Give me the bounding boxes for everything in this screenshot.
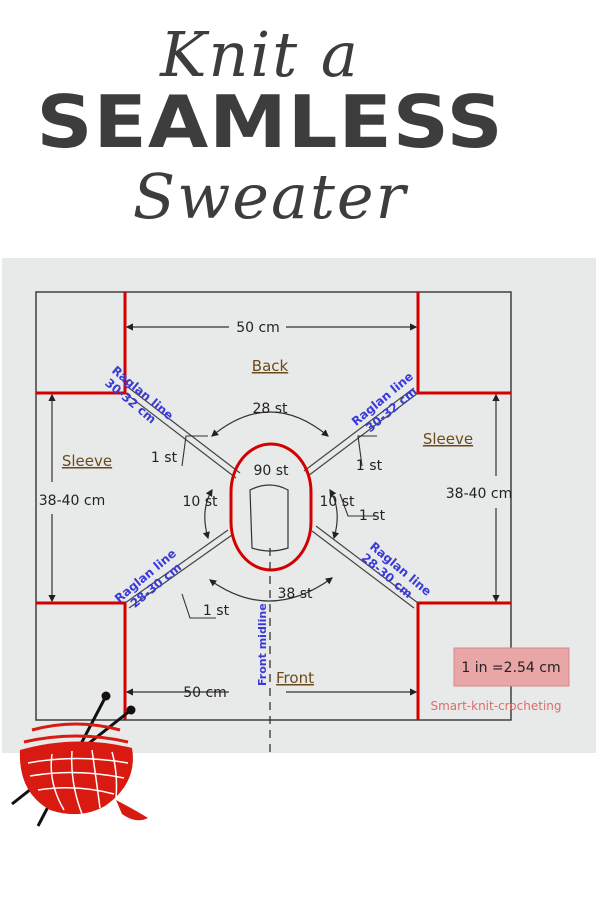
one-st-leaders (181, 435, 377, 619)
sleeve-left-label: Sleeve (62, 452, 112, 470)
sleeve-right-label: Sleeve (423, 430, 473, 448)
neck-total-st-label: 90 st (253, 463, 289, 479)
conversion-box (453, 647, 570, 687)
conversion-text: 1 in =2.54 cm (461, 660, 560, 676)
neck-stitch-arcs (202, 411, 340, 602)
neck-front-st-label: 38 st (277, 586, 313, 602)
neckline-oval (229, 442, 313, 572)
dimension-lines (48, 323, 500, 696)
one-st-bottom-right-label: 1 st (359, 508, 386, 524)
one-st-top-left-label: 1 st (151, 450, 178, 466)
raglan-lines (124, 387, 419, 609)
width-top-label: 50 cm (236, 320, 280, 336)
neck-back-st-label: 28 st (252, 401, 288, 417)
title-line-3: Sweater (132, 160, 408, 233)
neck-left-st-label: 10 st (182, 494, 218, 510)
yarn-ball-with-knitting-needles-icon (11, 691, 148, 827)
title-line-2: SEAMLESS (36, 81, 504, 165)
one-st-bottom-left-label: 1 st (203, 603, 230, 619)
width-bottom-label: 50 cm (183, 685, 227, 701)
neck-right-st-label: 10 st (319, 494, 355, 510)
front-label: Front (276, 669, 314, 687)
one-st-top-right-label: 1 st (356, 458, 383, 474)
front-midline-label: Front midline (256, 603, 269, 686)
title-line-1: Knit a (160, 18, 360, 91)
garment-outline (35, 291, 512, 721)
height-right-label: 38-40 cm (446, 486, 512, 502)
sweater-raglan-diagram: 50 cm 50 cm Back Front Sleeve Sleeve 38-… (2, 258, 596, 827)
watermark-text: Smart-knit-crocheting (430, 699, 561, 713)
back-label: Back (252, 357, 289, 375)
height-left-label: 38-40 cm (39, 493, 105, 509)
